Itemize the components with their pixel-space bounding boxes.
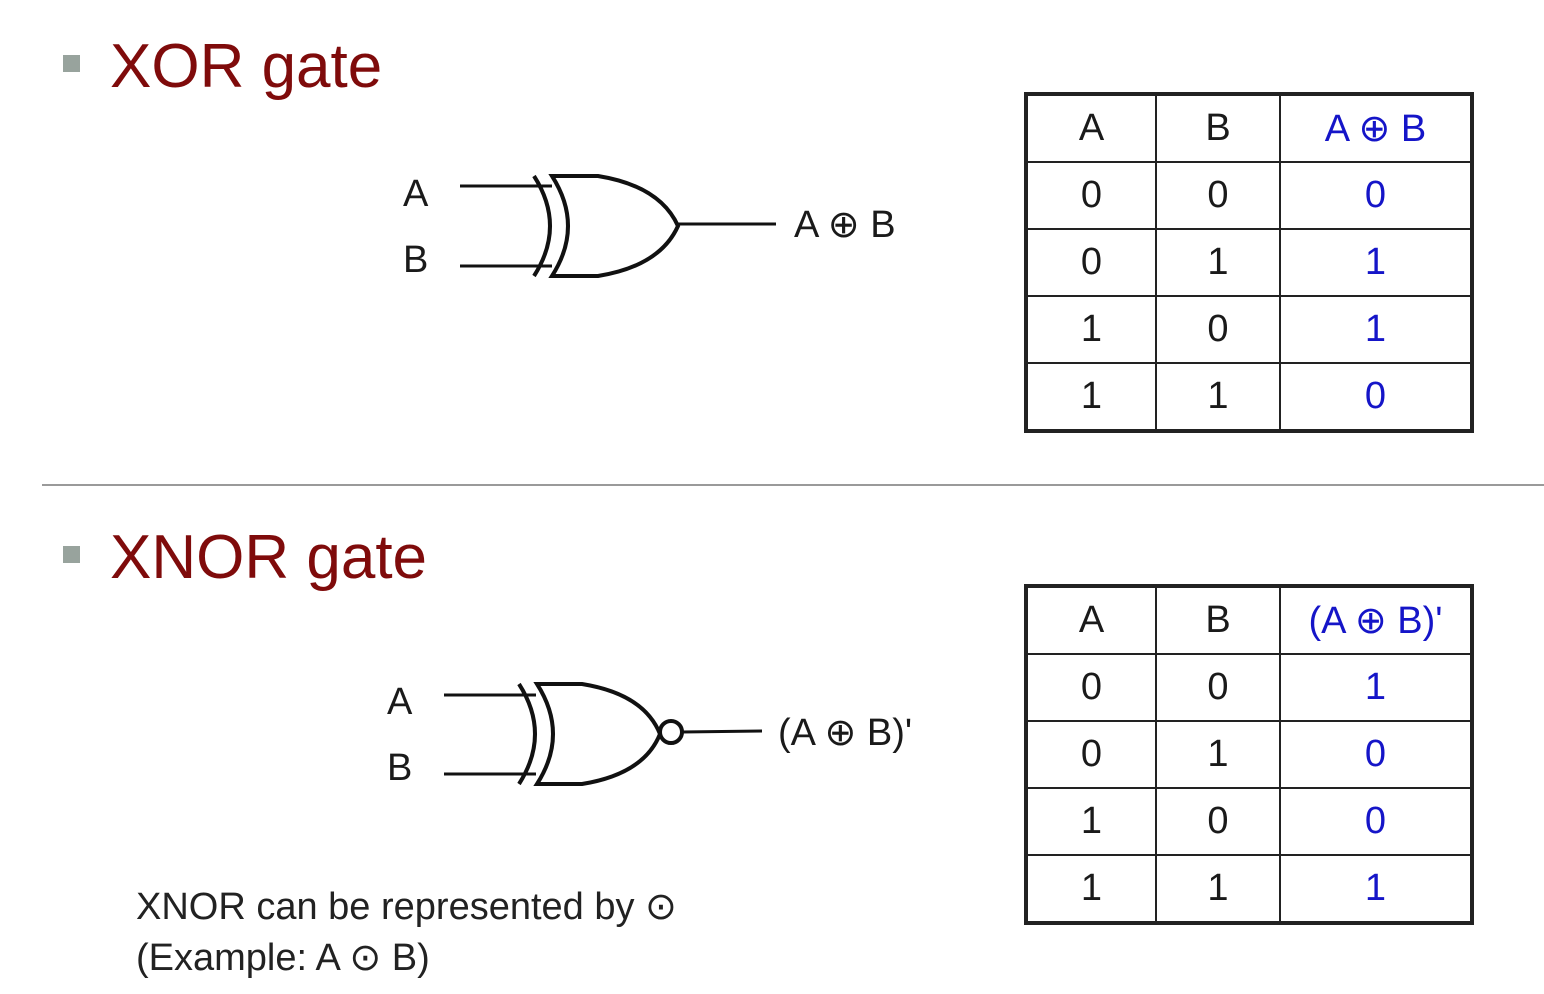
xnor-header-b: B	[1155, 585, 1281, 655]
xor-heading: XOR gate	[110, 32, 383, 101]
xnor-header-output: (A ⊕ B)'	[1279, 585, 1473, 655]
xnor-note-line-2: (Example: A ⊙ B)	[136, 937, 430, 979]
xor-table-header-row: A B A ⊕ B	[1025, 93, 1473, 163]
xnor-symbol-note: XNOR can be represented by ⊙ (Example: A…	[136, 882, 677, 984]
xor-bullet	[63, 55, 80, 72]
cell-output: 1	[1279, 228, 1473, 297]
cell-a: 1	[1025, 787, 1157, 856]
xnor-header-a: A	[1025, 585, 1157, 655]
xor-gate-diagram: A B A ⊕ B	[403, 173, 896, 281]
cell-output: 0	[1279, 787, 1473, 856]
section-divider	[42, 484, 1544, 486]
xor-header-output: A ⊕ B	[1279, 93, 1473, 163]
cell-b: 1	[1155, 228, 1281, 297]
table-row: 0 1 0	[1025, 720, 1473, 789]
table-row: 0 1 1	[1025, 228, 1473, 297]
cell-b: 1	[1155, 362, 1281, 432]
xnor-table-header-row: A B (A ⊕ B)'	[1025, 585, 1473, 655]
xor-input-b-label: B	[403, 239, 428, 281]
xnor-gate-diagram: A B (A ⊕ B)'	[387, 681, 912, 789]
xor-header-a: A	[1025, 93, 1157, 163]
cell-b: 0	[1155, 787, 1281, 856]
cell-a: 0	[1025, 228, 1157, 297]
xor-truth-table: A B A ⊕ B 0 0 0 0 1 1 1 0 1 1 1 0	[1024, 92, 1474, 433]
cell-a: 1	[1025, 854, 1157, 924]
cell-a: 1	[1025, 362, 1157, 432]
cell-a: 0	[1025, 161, 1157, 230]
cell-output: 0	[1279, 362, 1473, 432]
xnor-inversion-bubble	[658, 719, 684, 745]
cell-b: 0	[1155, 653, 1281, 722]
cell-output: 1	[1279, 653, 1473, 722]
xnor-output-label: (A ⊕ B)'	[778, 712, 912, 754]
xnor-heading: XNOR gate	[110, 523, 428, 592]
table-row: 1 1 0	[1025, 362, 1473, 432]
cell-output: 0	[1279, 720, 1473, 789]
xnor-bullet	[63, 546, 80, 563]
cell-b: 0	[1155, 161, 1281, 230]
cell-b: 1	[1155, 854, 1281, 924]
xor-back-curve	[532, 174, 552, 278]
xnor-output-wire	[681, 729, 763, 734]
table-row: 1 1 1	[1025, 854, 1473, 924]
cell-b: 0	[1155, 295, 1281, 364]
xor-input-a-label: A	[403, 173, 429, 215]
table-row: 0 0 1	[1025, 653, 1473, 722]
xnor-back-curve	[517, 682, 537, 786]
table-row: 1 0 0	[1025, 787, 1473, 856]
cell-b: 1	[1155, 720, 1281, 789]
xor-output-label: A ⊕ B	[794, 204, 896, 246]
cell-a: 1	[1025, 295, 1157, 364]
xnor-input-a-label: A	[387, 681, 413, 723]
table-row: 1 0 1	[1025, 295, 1473, 364]
table-row: 0 0 0	[1025, 161, 1473, 230]
cell-a: 0	[1025, 653, 1157, 722]
xnor-note-line-1: XNOR can be represented by ⊙	[136, 886, 677, 928]
cell-output: 1	[1279, 854, 1473, 924]
xnor-truth-table: A B (A ⊕ B)' 0 0 1 0 1 0 1 0 0 1 1 1	[1024, 584, 1474, 925]
cell-a: 0	[1025, 720, 1157, 789]
cell-output: 1	[1279, 295, 1473, 364]
xor-header-b: B	[1155, 93, 1281, 163]
cell-output: 0	[1279, 161, 1473, 230]
xnor-gate-body	[533, 682, 663, 786]
xor-gate-body	[548, 174, 681, 278]
xnor-input-b-label: B	[387, 747, 412, 789]
